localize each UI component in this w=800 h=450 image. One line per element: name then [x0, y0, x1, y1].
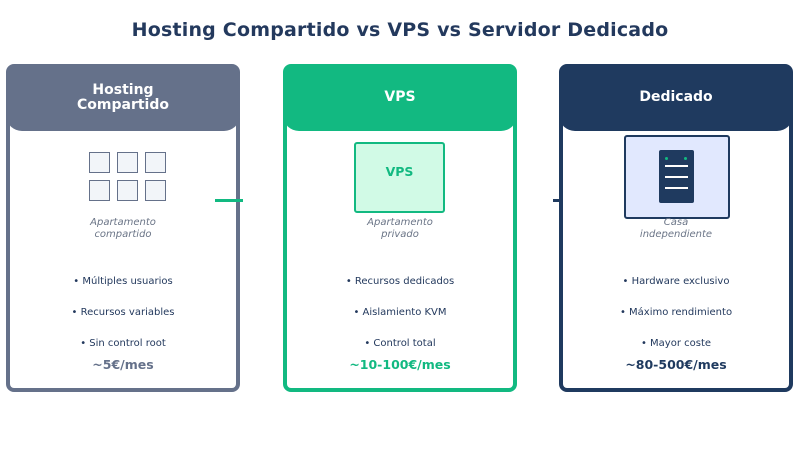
feature-item: • Mayor coste [640, 338, 712, 349]
building-grid-icon [89, 152, 169, 204]
card-shared-hosting: Hosting Compartido Apartamento compartid… [6, 64, 240, 392]
card-caption: Casa independiente [639, 217, 713, 240]
card-header-line: Hosting [92, 81, 154, 98]
feature-item: • Sin control root [80, 338, 166, 349]
card-header: Hosting Compartido [6, 64, 240, 131]
feature-item: • Máximo rendimiento [619, 307, 733, 318]
card-header-line: VPS [384, 89, 416, 105]
server-icon [624, 135, 730, 219]
card-header: VPS [283, 64, 517, 131]
feature-item: • Recursos dedicados [345, 276, 455, 287]
vps-icon-label: VPS [385, 164, 414, 179]
page-title: Hosting Compartido vs VPS vs Servidor De… [131, 19, 669, 41]
feature-item: • Múltiples usuarios [73, 276, 173, 287]
card-dedicated: Dedicado Casa independiente • Hardware e… [559, 64, 793, 392]
price-label: ~80-500€/mes [625, 357, 727, 372]
feature-list: • Recursos dedicados • Aislamiento KVM •… [287, 276, 513, 369]
feature-list: • Múltiples usuarios • Recursos variable… [10, 276, 236, 369]
feature-item: • Control total [364, 338, 436, 349]
feature-item: • Recursos variables [71, 307, 175, 318]
server-rack-icon [659, 150, 694, 203]
feature-list: • Hardware exclusivo • Máximo rendimient… [563, 276, 789, 369]
card-header-line: Compartido [77, 96, 169, 113]
feature-item: • Hardware exclusivo [622, 276, 730, 287]
card-header: Dedicado [559, 64, 793, 131]
price-label: ~10-100€/mes [349, 357, 451, 372]
card-vps: VPS VPS Apartamento privado • Recursos d… [283, 64, 517, 392]
card-header-line: Dedicado [639, 89, 713, 105]
card-caption: Apartamento compartido [90, 217, 156, 240]
price-label: ~5€/mes [92, 357, 154, 372]
connector-line [215, 199, 243, 202]
card-caption: Apartamento privado [367, 217, 433, 240]
feature-item: • Aislamiento KVM [353, 307, 447, 318]
vps-box-icon: VPS [354, 142, 445, 213]
